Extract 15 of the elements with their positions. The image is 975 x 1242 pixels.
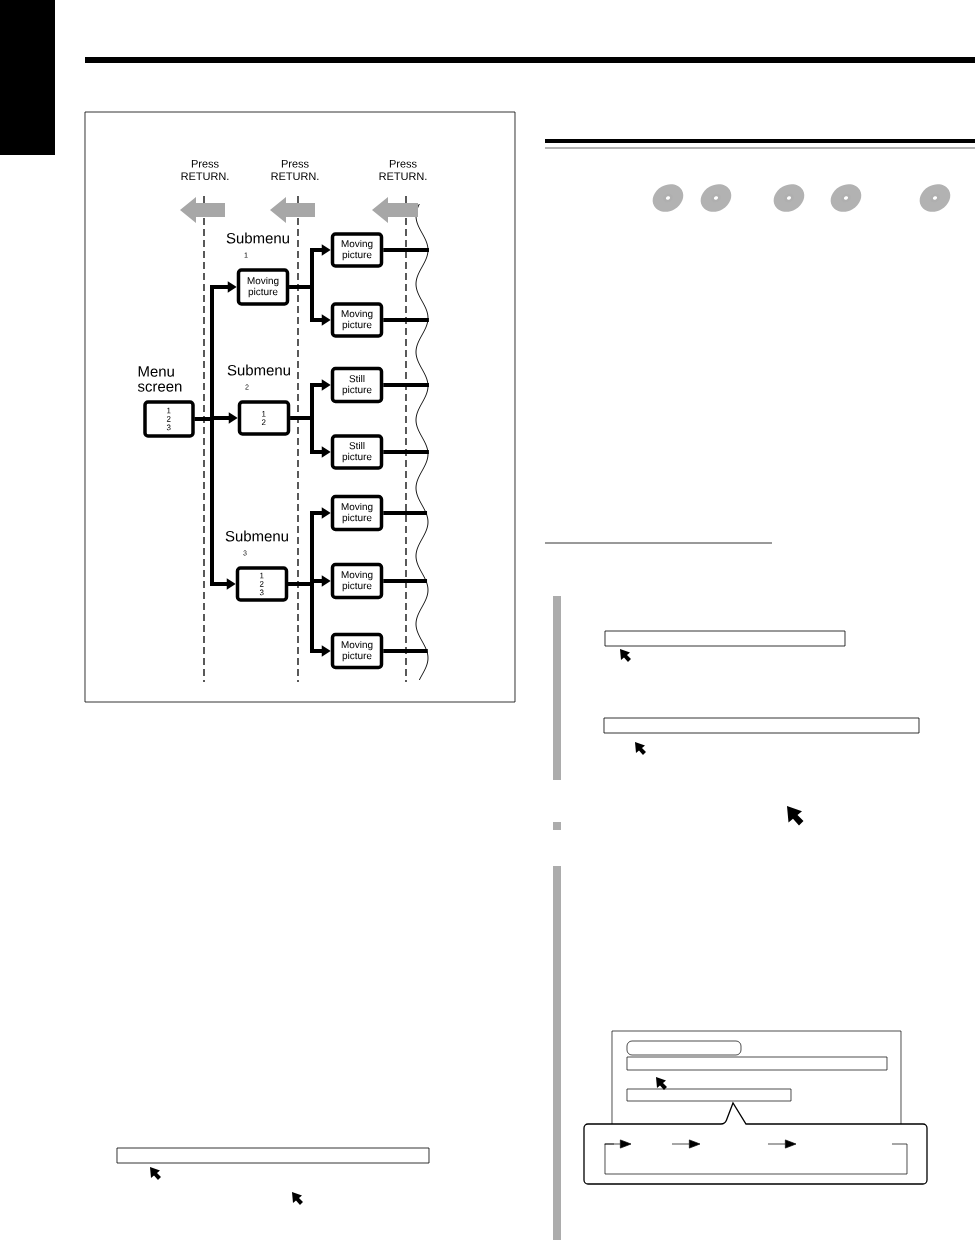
press-return-label: Press RETURN. — [379, 159, 427, 181]
picture-box: Moving picture — [330, 632, 384, 670]
menu-heading: Menu screen — [137, 366, 182, 392]
picture-box: Moving picture — [330, 302, 384, 338]
submenu-box: Moving picture — [236, 268, 290, 306]
picture-box: Moving picture — [330, 494, 384, 532]
submenu-heading: Submenu — [227, 364, 290, 376]
picture-box: Moving picture — [330, 562, 384, 600]
picture-box: Moving picture — [330, 232, 384, 268]
submenu-heading: Submenu — [226, 232, 289, 244]
picture-box: Still picture — [330, 434, 384, 470]
press-return-label: Press RETURN. — [181, 159, 229, 181]
submenu-heading: Submenu — [225, 530, 288, 542]
picture-box: Still picture — [330, 366, 384, 404]
press-return-label: Press RETURN. — [271, 159, 319, 181]
